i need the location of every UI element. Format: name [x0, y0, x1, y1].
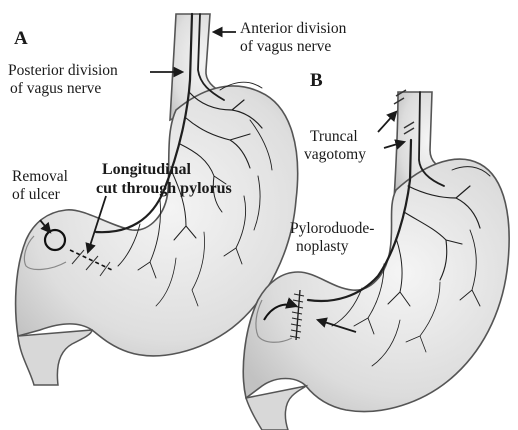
pyloro-label: Pyloroduode- noplasty	[290, 220, 374, 256]
posterior-label-line2: of vagus nerve	[8, 80, 118, 98]
pyloro-label-line2: noplasty	[290, 238, 374, 256]
removal-label-line2: of ulcer	[12, 186, 68, 204]
duodenum-a	[18, 330, 92, 385]
panel-label-b: B	[310, 72, 323, 90]
truncal-label: Truncal vagotomy	[304, 128, 366, 164]
longitudinal-label-line1: Longitudinal	[96, 160, 232, 179]
truncal-label-line2: vagotomy	[304, 146, 366, 164]
anterior-label-line2: of vagus nerve	[240, 38, 346, 56]
duodenum-b	[246, 386, 306, 430]
posterior-label: Posterior division of vagus nerve	[8, 62, 118, 98]
longitudinal-label: Longitudinal cut through pylorus	[96, 160, 232, 198]
truncal-label-line1: Truncal	[304, 128, 366, 146]
pyloro-label-line1: Pyloroduode-	[290, 220, 374, 238]
posterior-label-line1: Posterior division	[8, 62, 118, 80]
truncal-arrow-1	[378, 112, 396, 132]
anterior-label: Anterior division of vagus nerve	[240, 20, 346, 56]
panel-label-a: A	[14, 30, 28, 48]
longitudinal-label-line2: cut through pylorus	[96, 179, 232, 198]
removal-label: Removal of ulcer	[12, 168, 68, 204]
removal-label-line1: Removal	[12, 168, 68, 186]
anterior-label-line1: Anterior division	[240, 20, 346, 38]
